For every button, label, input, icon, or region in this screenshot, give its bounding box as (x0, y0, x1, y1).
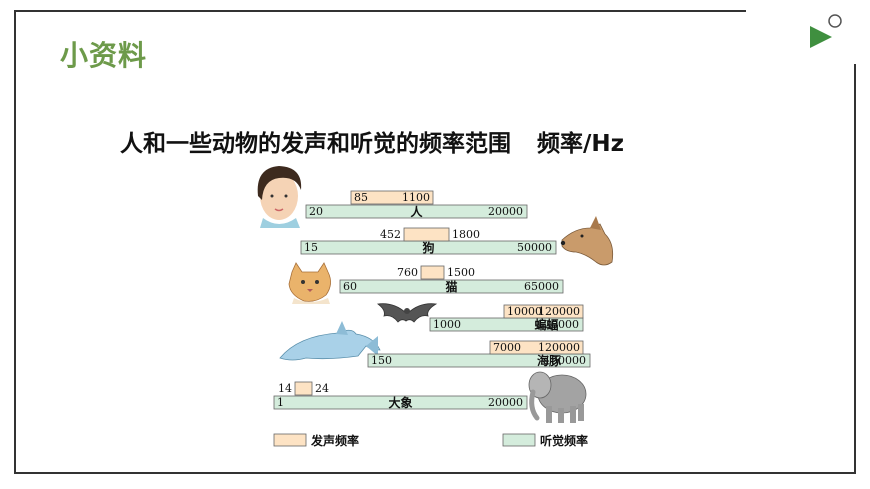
play-triangle-icon[interactable] (806, 12, 846, 52)
production-low-label: 452 (380, 228, 401, 241)
animal-name-label: 蝙蝠 (534, 317, 558, 332)
hearing-high-label: 20000 (488, 396, 523, 409)
production-high-label: 120000 (538, 305, 580, 318)
animal-name-label: 猫 (445, 279, 457, 294)
animal-name-label: 人 (410, 204, 423, 219)
production-range-bar (489, 340, 584, 355)
production-low-label: 7000 (493, 341, 521, 354)
hearing-high-label: 20000 (488, 205, 523, 218)
production-high-label: 1500 (447, 266, 475, 279)
slide-frame-right (854, 64, 856, 474)
legend-swatch-production (273, 433, 307, 447)
legend-swatch-hearing (502, 433, 536, 447)
bat-icon (376, 303, 438, 323)
slide-frame-bottom (14, 472, 856, 474)
hearing-low-label: 150 (371, 354, 392, 367)
production-low-label: 14 (278, 382, 292, 395)
human-face-icon (257, 166, 302, 228)
production-range-bar (503, 304, 584, 319)
chart-title: 人和一些动物的发声和听觉的频率范围频率/Hz (120, 124, 624, 158)
production-low-label: 85 (354, 191, 368, 204)
hearing-range-bar (367, 353, 591, 368)
hearing-high-label: 150000 (544, 354, 586, 367)
production-range-bar (420, 265, 445, 280)
elephant-icon (528, 371, 587, 423)
production-range-bar (403, 227, 450, 242)
legend-label-production: 发声频率 (310, 433, 359, 448)
hearing-range-bar (339, 279, 564, 294)
dolphin-icon (279, 321, 381, 361)
hearing-high-label: 50000 (517, 241, 552, 254)
chart-unit-label: 频率/Hz (537, 131, 625, 157)
production-high-label: 24 (315, 382, 329, 395)
animal-name-label: 海豚 (537, 353, 562, 368)
hearing-range-bar (273, 395, 528, 410)
production-range-bar (294, 381, 313, 396)
hearing-low-label: 1 (277, 396, 284, 409)
hearing-low-label: 60 (343, 280, 357, 293)
hearing-high-label: 120000 (537, 318, 579, 331)
production-low-label: 760 (397, 266, 418, 279)
hearing-high-label: 65000 (524, 280, 559, 293)
legend-label-hearing: 听觉频率 (540, 433, 588, 448)
slide-frame-left (14, 10, 16, 472)
production-low-label: 10000 (507, 305, 542, 318)
hearing-low-label: 20 (309, 205, 323, 218)
production-high-label: 1800 (452, 228, 480, 241)
chart-legend: 发声频率 听觉频率 (273, 433, 588, 448)
slide-frame-top (14, 10, 746, 12)
hearing-range-bar (305, 204, 528, 219)
cat-icon (288, 262, 331, 304)
production-high-label: 120000 (538, 341, 580, 354)
dog-icon (560, 216, 614, 266)
chart-title-text: 人和一些动物的发声和听觉的频率范围 (120, 131, 511, 157)
hearing-low-label: 15 (304, 241, 318, 254)
production-range-bar (350, 190, 434, 205)
hearing-low-label: 1000 (433, 318, 461, 331)
animal-name-label: 狗 (422, 240, 434, 255)
range-bars-layer: 20 20000 人 85 1100 15 50000 狗 452 1800 60 65000 猫 760… (273, 190, 591, 410)
slide-heading: 小资料 (60, 39, 148, 72)
production-high-label: 1100 (402, 191, 430, 204)
animal-name-label: 大象 (388, 395, 412, 410)
